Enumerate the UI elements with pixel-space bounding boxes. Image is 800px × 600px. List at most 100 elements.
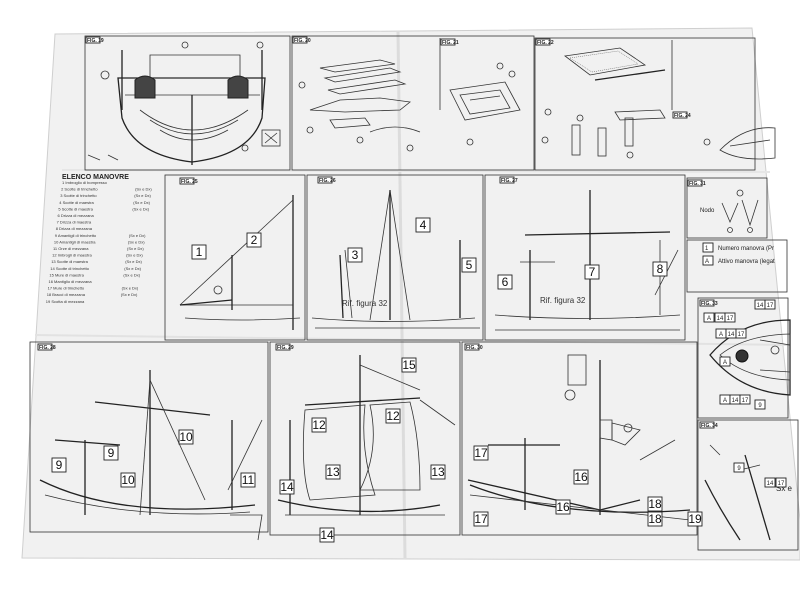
fig24-label: FIG. 24 xyxy=(674,113,691,119)
legend-item-side: (Sx e Dx) xyxy=(135,187,152,192)
mid-callout-box xyxy=(497,274,513,290)
legend-item-side: (Sx e Dx) xyxy=(121,292,138,297)
legend-item-side: (Sx e Dx) xyxy=(126,253,143,258)
fig34-label: FIG. 34 xyxy=(701,423,718,429)
fig28-callout-number: 10 xyxy=(179,430,193,444)
fig34-tag-label: 14 xyxy=(767,481,774,487)
fig28-callout-number: 9 xyxy=(56,458,63,472)
fig29-label: FIG. 29 xyxy=(277,345,294,351)
fig29-callout-box xyxy=(279,479,295,495)
fig30-callout-box xyxy=(573,469,589,485)
legend-item-side: (Sx e Dx) xyxy=(127,246,144,251)
fig33-label: FIG. 33 xyxy=(701,301,718,307)
legend-item: 4 Scotte di maestra xyxy=(59,200,94,205)
mid-callout-box xyxy=(191,244,207,260)
fig29-callout-number: 12 xyxy=(312,418,326,432)
legend-item-side: (Sx e Dx) xyxy=(122,286,139,291)
fig30-callout-number: 16 xyxy=(574,470,588,484)
mid-callout-number: 6 xyxy=(502,275,509,289)
legend-item: 18 Bracci di mezzana xyxy=(47,292,86,297)
fig27-label: FIG. 27 xyxy=(501,178,518,184)
fig28-callout-box xyxy=(120,472,136,488)
fig33-tag-box xyxy=(754,399,766,410)
fig28-drawing: FIG. 28 xyxy=(37,343,263,541)
legend-item: 1 Imbroglio di bompresso xyxy=(62,180,108,185)
key-number-symbol: 1 xyxy=(705,246,709,252)
fig29-callout-box xyxy=(319,527,335,543)
fig33-tag-box xyxy=(724,312,736,323)
mid-callout-box xyxy=(415,217,431,233)
legend-item: 12 Imbrogli di maestra xyxy=(52,253,92,258)
fig30-callout-box xyxy=(647,496,663,512)
fig26-reference: Rif. figura 32 xyxy=(342,299,388,308)
fig34-tag-box xyxy=(775,477,787,488)
mid-callout-box xyxy=(584,264,600,280)
key-active-symbol: A xyxy=(705,259,709,265)
fig33-tag-label: A xyxy=(723,360,727,366)
fig33-tag-box xyxy=(739,394,751,405)
legend-item: 7 Drizza di maestra xyxy=(57,220,92,225)
fig33-tag-label: 14 xyxy=(717,316,724,322)
fig29-callout-number: 12 xyxy=(386,409,400,423)
mid-callout-box xyxy=(347,247,363,263)
fig30-callout-number: 17 xyxy=(474,446,488,460)
legend-title: ELENCO MANOVRE xyxy=(62,174,129,181)
mid-callout-number: 8 xyxy=(657,262,664,276)
legend-item: 8 Drizza di mezzana xyxy=(56,226,93,231)
bottom-row: FIG. 28 FIG. 29 xyxy=(29,297,799,551)
fig33-tag-box xyxy=(703,312,715,323)
fig30-callout-number: 16 xyxy=(556,500,570,514)
legend-item-side: (Sx e Dx) xyxy=(124,266,141,271)
fig29-callout-number: 13 xyxy=(431,465,445,479)
fig19-stern-drawing: FIG. 19 xyxy=(85,36,281,165)
legend-item: 19 Scotta di mezzana xyxy=(46,299,85,304)
fig34-tag-box xyxy=(764,477,776,488)
middle-row: FIG. 25 FIG. 26 Rif. figura 32 xyxy=(164,174,788,341)
fig33-tag-label: 17 xyxy=(767,303,774,309)
fig30-label: FIG. 30 xyxy=(466,345,483,351)
fig33-tag-label: A xyxy=(707,316,711,322)
fig29-callout-number: 13 xyxy=(326,465,340,479)
paper-sheet xyxy=(21,27,800,561)
fig33-drawing: FIG. 33 xyxy=(699,299,791,396)
fig22-label: FIG. 22 xyxy=(537,40,554,46)
fig29-callout-number: 15 xyxy=(402,358,416,372)
fig34-drawing: FIG. 34 Sx e xyxy=(699,421,793,541)
fig30-callout-number: 17 xyxy=(474,512,488,526)
fig28-callout-box xyxy=(240,472,256,488)
fig30-callout-box xyxy=(473,511,489,527)
fig25-drawing: FIG. 25 xyxy=(179,177,301,330)
fig29-callout-number: 14 xyxy=(320,528,334,542)
fig34-tag-label: 9 xyxy=(737,466,741,472)
key-number-text: Numero manovra (Pr xyxy=(718,246,774,252)
fig29-callout-box xyxy=(401,357,417,373)
fig26-label: FIG. 26 xyxy=(319,178,336,184)
legend-item-side: (Sx e Dx) xyxy=(125,259,142,264)
fig29-callout-box xyxy=(311,417,327,433)
legend-item: 10 Amantigli di maestra xyxy=(54,239,96,244)
mid-callout-number: 4 xyxy=(420,218,427,232)
fig30-callout-box xyxy=(687,511,703,527)
legend-item-side: (Sx e Dx) xyxy=(129,233,146,238)
fig34-tag-label: 17 xyxy=(778,481,785,487)
fig28-callout-box xyxy=(103,445,119,461)
legend-item: 17 Mure di trinchetto xyxy=(48,286,85,291)
legend-item: 2 Scotte di trinchetto xyxy=(61,187,98,192)
fig33-tag-label: 14 xyxy=(728,332,735,338)
fig21-label: FIG. 21 xyxy=(442,40,459,46)
fig27-reference: Rif. figura 32 xyxy=(540,296,586,305)
fig22-drawing: FIG. 22 xyxy=(535,38,666,159)
fig29-drawing: FIG. 29 xyxy=(275,343,456,516)
legend-item: 6 Drizza di mezzana xyxy=(58,213,95,218)
fig29-callout-box xyxy=(430,464,446,480)
fig28-callout-number: 9 xyxy=(108,446,115,460)
fig34-sx-label: Sx e xyxy=(776,484,793,493)
fig29-callout-box xyxy=(325,464,341,480)
fig33-tag-box xyxy=(764,299,776,310)
fig26-drawing: FIG. 26 Rif. figura 32 xyxy=(311,176,480,329)
legend-item-side: (Sx e Dx) xyxy=(134,193,151,198)
fig28-callout-number: 10 xyxy=(121,473,135,487)
fig33-tag-box xyxy=(719,356,731,367)
fig30-callout-box xyxy=(555,499,571,515)
